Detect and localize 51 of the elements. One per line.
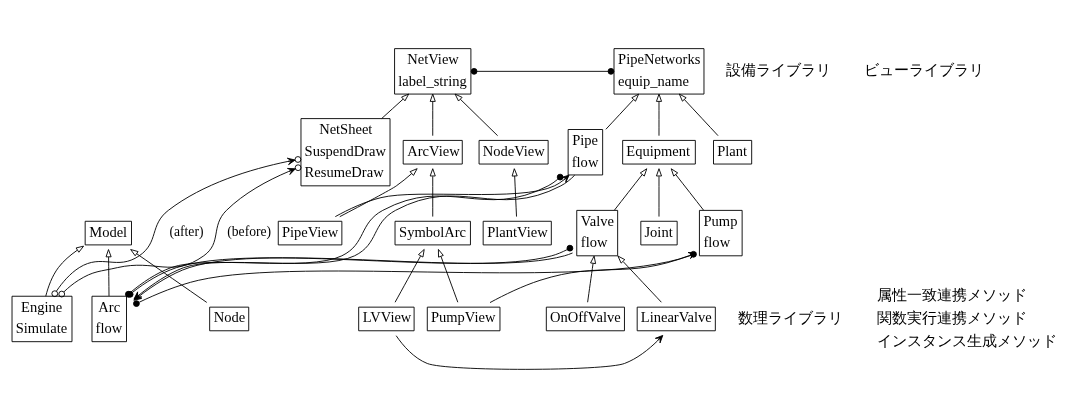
arrow <box>105 248 112 296</box>
arrow <box>395 334 664 370</box>
node-box: Engine Simulate <box>11 295 73 342</box>
arrow <box>339 167 418 217</box>
arrow <box>511 167 518 217</box>
node-box: ArcView <box>402 139 463 164</box>
node-box: PumpView <box>426 306 501 331</box>
arrow <box>613 167 648 211</box>
label: 設備ライブラリ <box>726 60 832 78</box>
node-box: Node <box>209 306 250 331</box>
arrow <box>45 245 85 297</box>
arrow <box>656 167 662 217</box>
legend-label: 関数実行連携メソッド <box>877 308 1028 326</box>
edge-label: (after) <box>169 223 204 239</box>
arrow <box>617 255 662 303</box>
node-box: NetSheet SuspendDraw ResumeDraw <box>300 117 391 186</box>
node-box: PipeView <box>277 220 343 245</box>
arrow <box>334 174 570 217</box>
arrow <box>381 93 410 119</box>
node-box: NetView label_string <box>394 47 472 95</box>
node-box: OnOffValve <box>545 306 625 331</box>
connector <box>470 67 615 75</box>
label: 数理ライブラリ <box>738 308 844 326</box>
legend-label: インスタンス生成メソッド <box>877 331 1058 349</box>
arrow <box>605 93 640 130</box>
node-box: Model <box>84 220 132 245</box>
arrow <box>670 167 705 211</box>
arrow <box>656 93 662 136</box>
legend-label: 属性一致連携メソッド <box>877 285 1028 303</box>
node-box: NodeView <box>478 139 549 164</box>
arrow <box>394 248 425 303</box>
node-box: Arc flow <box>91 295 127 342</box>
node-box: Joint <box>640 220 678 245</box>
arrow <box>429 167 436 217</box>
edge-label: (before) <box>227 223 272 239</box>
node-box: PipeNetworks equip_name <box>613 47 705 95</box>
node-box: Plant <box>713 139 753 164</box>
node-box: Equipment <box>622 139 696 164</box>
arrow <box>429 93 436 136</box>
node-box: Pipe flow <box>567 128 604 175</box>
node-box: PlantView <box>482 220 552 245</box>
label: ビューライブラリ <box>864 60 985 78</box>
node-box: Valve flow <box>576 209 619 256</box>
node-box: Pump flow <box>698 209 743 256</box>
node-box: LVView <box>358 306 415 331</box>
arrow <box>678 93 719 136</box>
arrow <box>587 255 597 303</box>
arrow <box>454 93 499 136</box>
node-box: LinearValve <box>636 306 716 331</box>
arrow <box>437 248 459 303</box>
node-box: SymbolArc <box>394 220 471 245</box>
